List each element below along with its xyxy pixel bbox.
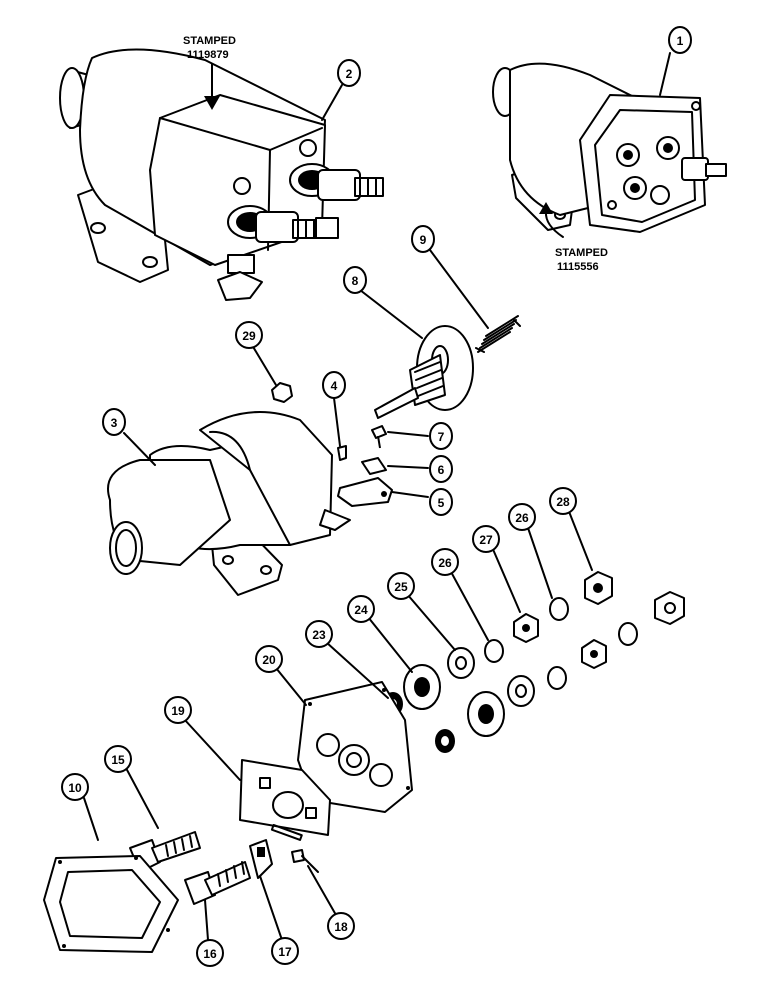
callout-28: 28 [549,487,577,515]
callout-10: 10 [61,773,89,801]
washer-part-25 [447,647,535,707]
bolt-part-16 [184,861,251,905]
stamp-arrowhead-2 [204,96,220,110]
stamp-label-2-line1: STAMPED [183,35,236,47]
terminal-stud-upper [289,163,384,201]
svg-text:26: 26 [515,511,529,525]
clip-part-6 [361,457,387,475]
callout-9: 9 [411,225,435,253]
callout-18: 18 [327,912,355,940]
svg-text:15: 15 [111,753,125,767]
callout-8: 8 [343,266,367,294]
callout-16: 16 [196,939,224,967]
insulator-part-24 [403,664,505,737]
svg-text:5: 5 [438,496,445,510]
cover-plate-part-20 [297,681,413,813]
solenoid-assembly-2 [59,48,384,301]
callout-29: 29 [235,321,263,349]
svg-text:1: 1 [677,34,684,48]
svg-text:6: 6 [438,463,445,477]
svg-text:28: 28 [556,495,570,509]
svg-text:9: 9 [420,233,427,247]
gasket-plate-part-19 [239,759,331,841]
callout-6: 6 [429,455,453,483]
callout-20: 20 [255,645,283,673]
stamp-arrowhead-1 [539,202,553,214]
plunger-part-8 [374,325,474,419]
callout-1: 1 [668,26,692,54]
terminal-clip-part-4 [337,445,347,461]
solenoid-body-part-3 [107,411,351,596]
solenoid-assembly-1 [492,62,727,233]
callout-24: 24 [347,595,375,623]
screw-part-18 [291,849,319,873]
stamp-label-1-line2: 1115556 [557,261,599,273]
callout-26b: 26 [508,503,536,531]
svg-text:20: 20 [262,653,276,667]
svg-text:29: 29 [242,329,256,343]
svg-text:3: 3 [111,416,118,430]
svg-text:8: 8 [352,274,359,288]
svg-text:2: 2 [346,67,353,81]
callout-3: 3 [102,408,126,436]
svg-text:4: 4 [331,379,338,393]
nut-part-27 [513,613,607,669]
callout-26a: 26 [431,548,459,576]
callout-7: 7 [429,422,453,450]
nut-part-29 [271,382,293,403]
svg-text:7: 7 [438,430,445,444]
bracket-part-5 [337,477,393,507]
svg-text:27: 27 [479,533,493,547]
hex-nut-part-28 [584,571,685,625]
callout-17: 17 [271,937,299,965]
svg-text:18: 18 [334,920,348,934]
terminal-stud-lower [227,205,322,243]
gasket-part-10 [43,855,179,953]
clip-part-17 [249,839,273,879]
callout-27: 27 [472,525,500,553]
callout-23: 23 [305,620,333,648]
callout-5: 5 [429,488,453,516]
svg-text:25: 25 [394,580,408,594]
stamp-arrow-1 [544,211,564,238]
svg-text:10: 10 [68,781,82,795]
callout-25: 25 [387,572,415,600]
screw-part-7 [371,425,387,449]
svg-text:17: 17 [278,945,292,959]
callout-2: 2 [337,59,361,87]
svg-text:23: 23 [312,628,326,642]
svg-text:19: 19 [171,704,185,718]
spring-part-9 [475,315,521,353]
callout-4: 4 [322,371,346,399]
stamp-label-1-line1: STAMPED [555,247,608,259]
callout-15: 15 [104,745,132,773]
svg-text:24: 24 [354,603,368,617]
svg-text:26: 26 [438,556,452,570]
callout-19: 19 [164,696,192,724]
lock-washer-part-26 [484,597,638,690]
stamp-label-2-line2: 1119879 [187,49,229,61]
leader-lines [83,52,671,941]
svg-text:16: 16 [203,947,217,961]
